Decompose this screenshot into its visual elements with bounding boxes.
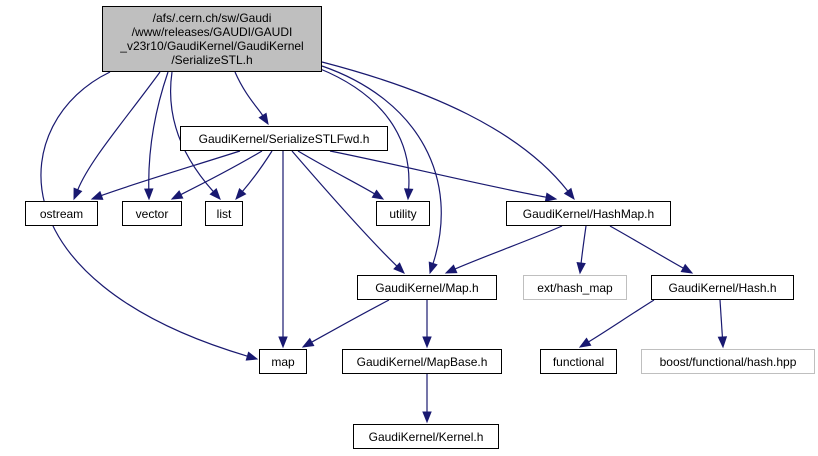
edge-root-to-vector	[148, 71, 169, 190]
arrowhead-mapH-to-map	[301, 337, 315, 348]
root-line-4: /SerializeSTL.h	[171, 53, 253, 67]
edge-fwd-to-utility	[297, 150, 375, 195]
edge-root-to-utility	[317, 67, 410, 190]
edge-root-to-fwd	[234, 71, 264, 116]
node-hashmap[interactable]: GaudiKernel/HashMap.h	[506, 201, 671, 226]
node-list[interactable]: list	[205, 201, 243, 226]
arrowhead-fwd-to-mapH	[393, 262, 405, 274]
edge-fwd-to-list	[242, 150, 273, 192]
arrowhead-hash-to-functional	[578, 337, 592, 348]
arrowhead-hashmap-to-exthash	[576, 262, 586, 275]
node-utility[interactable]: utility	[376, 201, 430, 226]
edge-hash-to-functional	[588, 299, 655, 343]
node-hash-h[interactable]: GaudiKernel/Hash.h	[651, 275, 794, 300]
arrowhead-fwd-to-hashmap	[544, 192, 558, 202]
arrowhead-root-to-ostream	[73, 187, 83, 201]
edge-fwd-to-mapH	[291, 150, 398, 267]
edge-mapH-to-map	[311, 299, 390, 343]
node-kernel-h[interactable]: GaudiKernel/Kernel.h	[353, 424, 499, 449]
node-serializestlfwd[interactable]: GaudiKernel/SerializeSTLFwd.h	[180, 126, 388, 151]
edge-hashmap-to-mapH	[454, 225, 563, 270]
edge-hash-to-boosthash	[719, 299, 724, 338]
node-functional[interactable]: functional	[540, 349, 617, 374]
root-line-2: /www/releases/GAUDI/GAUDI	[131, 25, 293, 39]
arrowhead-fwd-to-utility	[371, 189, 385, 200]
arrowhead-mapH-to-mapbase	[422, 336, 432, 349]
arrowhead-mapbase-to-kernel	[422, 411, 432, 424]
edge-root-to-ostream	[77, 71, 161, 190]
edge-fwd-to-vector	[180, 150, 263, 196]
edge-hashmap-to-hash	[609, 225, 684, 269]
root-line-1: /afs/.cern.ch/sw/Gaudi	[152, 11, 272, 25]
arrowhead-root-to-fwd	[258, 112, 269, 126]
node-root-serializestl[interactable]: /afs/.cern.ch/sw/Gaudi /www/releases/GAU…	[102, 6, 322, 72]
arrowhead-fwd-to-map	[278, 336, 288, 349]
arrowhead-root-to-utility	[403, 188, 414, 201]
arrowhead-fwd-to-ostream	[90, 190, 104, 200]
node-boost-hash: boost/functional/hash.hpp	[641, 349, 815, 374]
edge-hashmap-to-exthash	[580, 225, 587, 264]
arrowhead-hashmap-to-mapH	[444, 264, 458, 274]
edge-root-to-mapH	[321, 65, 442, 264]
arrowhead-root-to-vector	[144, 188, 154, 201]
node-map-h[interactable]: GaudiKernel/Map.h	[357, 275, 497, 300]
edge-root-to-hashmap	[321, 61, 569, 192]
arrowhead-root-to-hashmap	[563, 187, 575, 201]
root-line-3: _v23r10/GaudiKernel/GaudiKernel	[120, 39, 304, 53]
edge-fwd-to-hashmap	[329, 150, 547, 198]
node-ext-hash-map: ext/hash_map	[523, 275, 627, 300]
arrowhead-fwd-to-vector	[170, 190, 184, 200]
node-mapbase[interactable]: GaudiKernel/MapBase.h	[342, 349, 502, 374]
node-map[interactable]: map	[259, 349, 307, 374]
node-ostream[interactable]: ostream	[25, 201, 98, 226]
arrowhead-hashmap-to-hash	[680, 263, 694, 274]
arrowhead-root-to-mapH	[428, 261, 438, 275]
node-vector[interactable]: vector	[122, 201, 182, 226]
arrowhead-fwd-to-list	[235, 187, 247, 201]
arrowhead-hash-to-boosthash	[717, 336, 728, 349]
edge-root-to-list	[170, 71, 214, 192]
edge-fwd-to-ostream	[101, 150, 241, 197]
arrowhead-root-to-list	[209, 188, 221, 201]
arrowhead-root-to-map	[245, 351, 259, 361]
